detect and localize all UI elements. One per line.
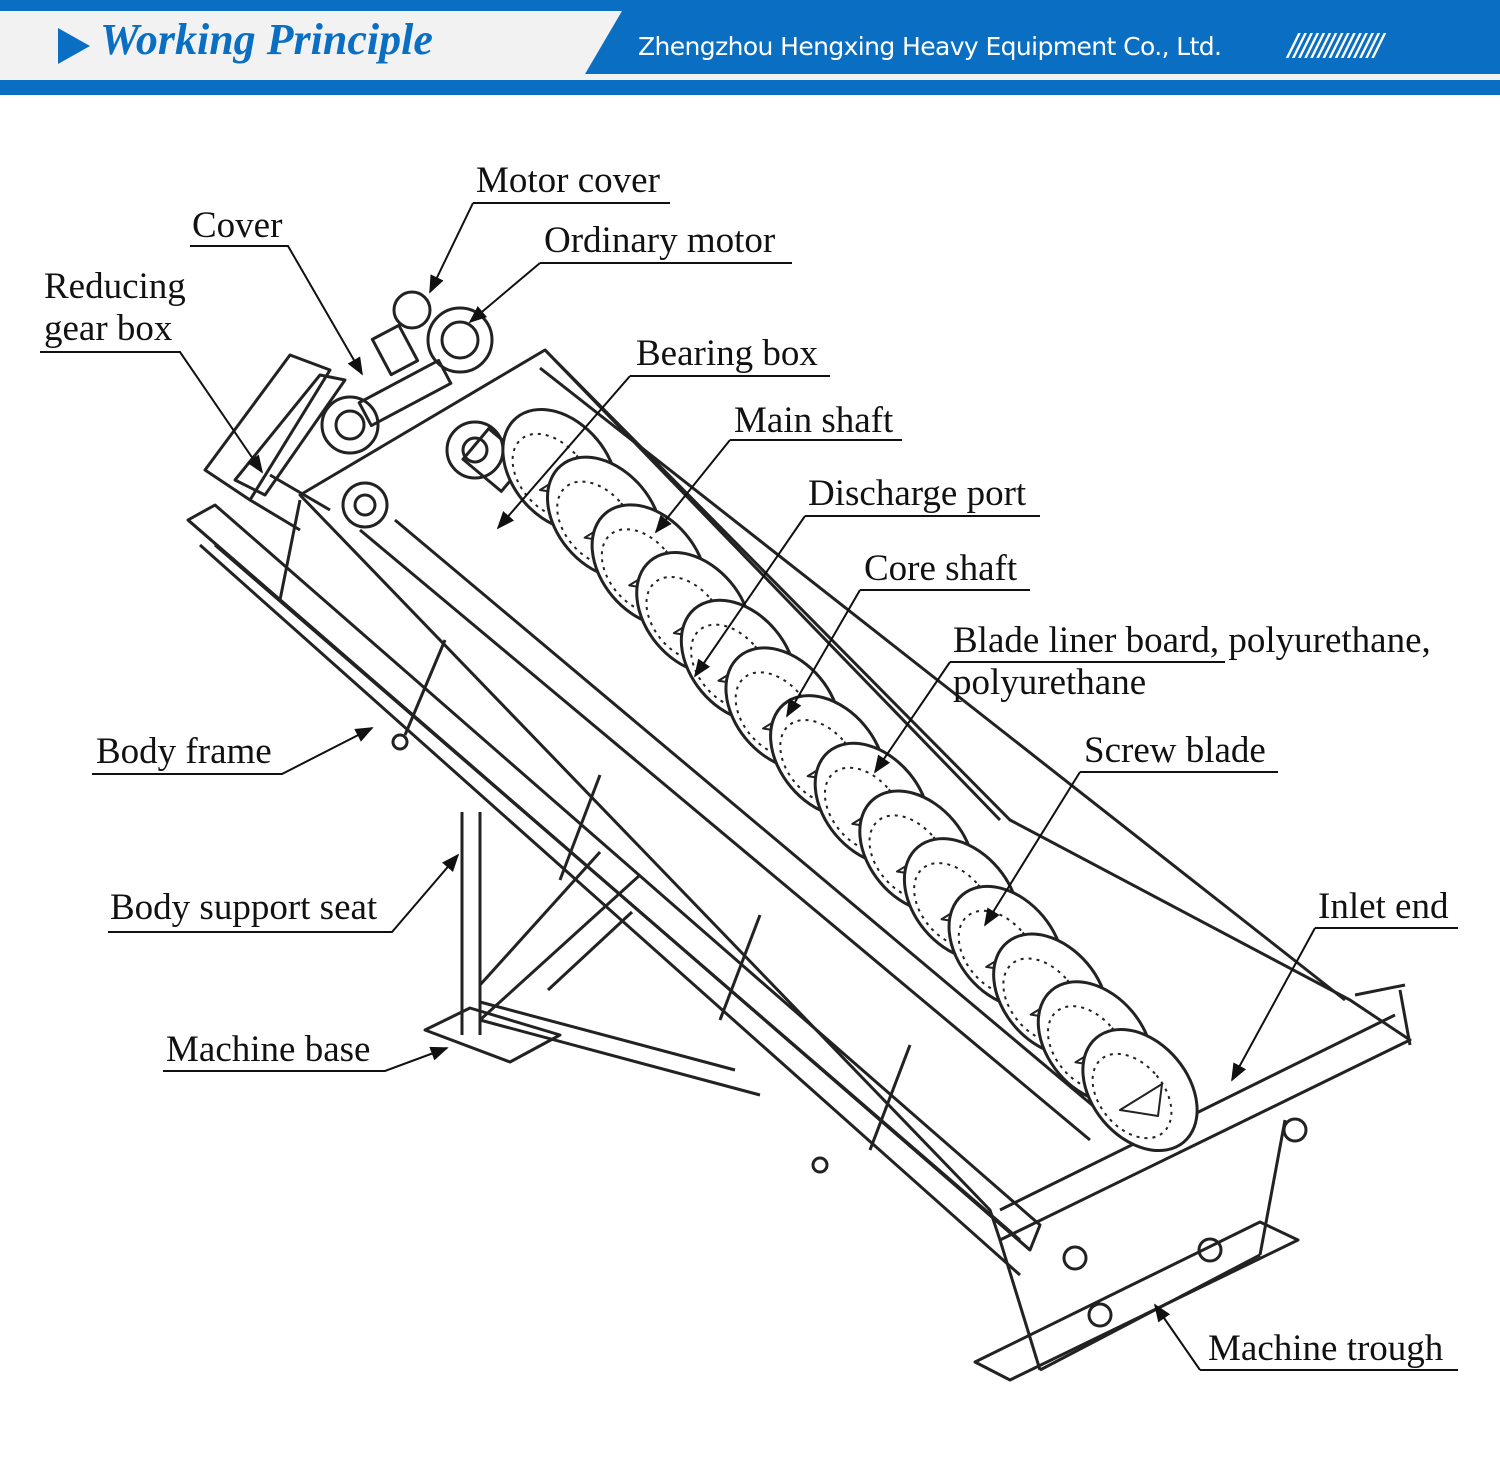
core-shaft [359,518,1111,1142]
label-machine-trough: Machine trough [1208,1328,1444,1369]
blade-liner-board [913,862,994,949]
blade-liner-board [645,575,727,663]
bearing-box [341,420,529,529]
leader-body-support-seat [108,853,460,933]
label-reducing-gear-box-line2: gear box [44,308,173,349]
leader-bearing-box [498,375,830,528]
leader-blade-liner-board [875,661,1225,772]
blade-liner-board [600,528,682,615]
drive-assembly [203,290,494,532]
blade-liner-board [690,623,771,710]
company-name: Zhengzhou Hengxing Heavy Equipment Co., … [638,32,1222,61]
header-banner: Working Principle Zhengzhou Hengxing Hea… [0,0,1500,95]
blade-liner-segment [1119,1083,1163,1117]
decorative-slashes: /////////////// [1288,28,1384,63]
leader-body-frame [92,727,374,775]
machine-drawing [186,290,1412,1382]
blade-liner-board [868,814,950,901]
label-bearing-box: Bearing box [636,333,818,374]
blade-liner-board [957,909,1039,997]
leader-machine-base [163,1046,449,1072]
motor-cover-end [392,290,432,330]
leader-lines [40,202,1458,1371]
reducing-gear-box-housing [203,353,332,502]
body-frame [186,499,1042,1277]
label-reducing-gear-box-line1: Reducing [44,266,186,307]
leader-core-shaft [787,589,1030,716]
play-arrow-icon [58,28,90,64]
leader-reducing-gear-box [40,351,264,474]
leader-screw-blade [985,771,1278,925]
screw-blades [501,407,1199,1153]
blade-liner-board [1046,1005,1128,1092]
blade-liner-board [1002,957,1084,1044]
label-blade-liner-board-line2: polyurethane [953,662,1147,703]
label-body-support-seat: Body support seat [110,887,378,928]
leader-discharge-port [695,515,1040,676]
leader-main-shaft [656,439,902,532]
body-support-seat [460,812,761,1097]
label-ordinary-motor: Ordinary motor [544,220,776,261]
leader-cover [190,245,363,376]
blade-liner-board [556,480,638,567]
label-core-shaft: Core shaft [864,548,1018,589]
page-title: Working Principle [100,15,433,64]
label-screw-blade: Screw blade [1084,730,1266,771]
leader-motor-cover [430,202,670,292]
blade-liner-board [511,432,593,520]
leader-machine-trough [1155,1305,1458,1371]
header-background [0,0,1500,95]
machine-base-plate [423,1006,562,1064]
leader-ordinary-motor [470,262,792,322]
leader-inlet-end [1232,927,1458,1080]
label-body-frame: Body frame [96,731,272,772]
label-blade-liner-board-line1: Blade liner board, polyurethane, [953,620,1431,661]
label-inlet-end: Inlet end [1318,886,1449,927]
label-cover: Cover [192,205,283,246]
blade-liner-board [779,719,861,806]
label-discharge-port: Discharge port [808,473,1027,514]
label-machine-base: Machine base [166,1029,371,1070]
label-motor-cover: Motor cover [476,160,660,201]
label-main-shaft: Main shaft [734,400,894,441]
blade-liner-board [1091,1052,1173,1140]
ordinary-motor-body [426,306,494,374]
trough-base-plate [973,1220,1300,1382]
